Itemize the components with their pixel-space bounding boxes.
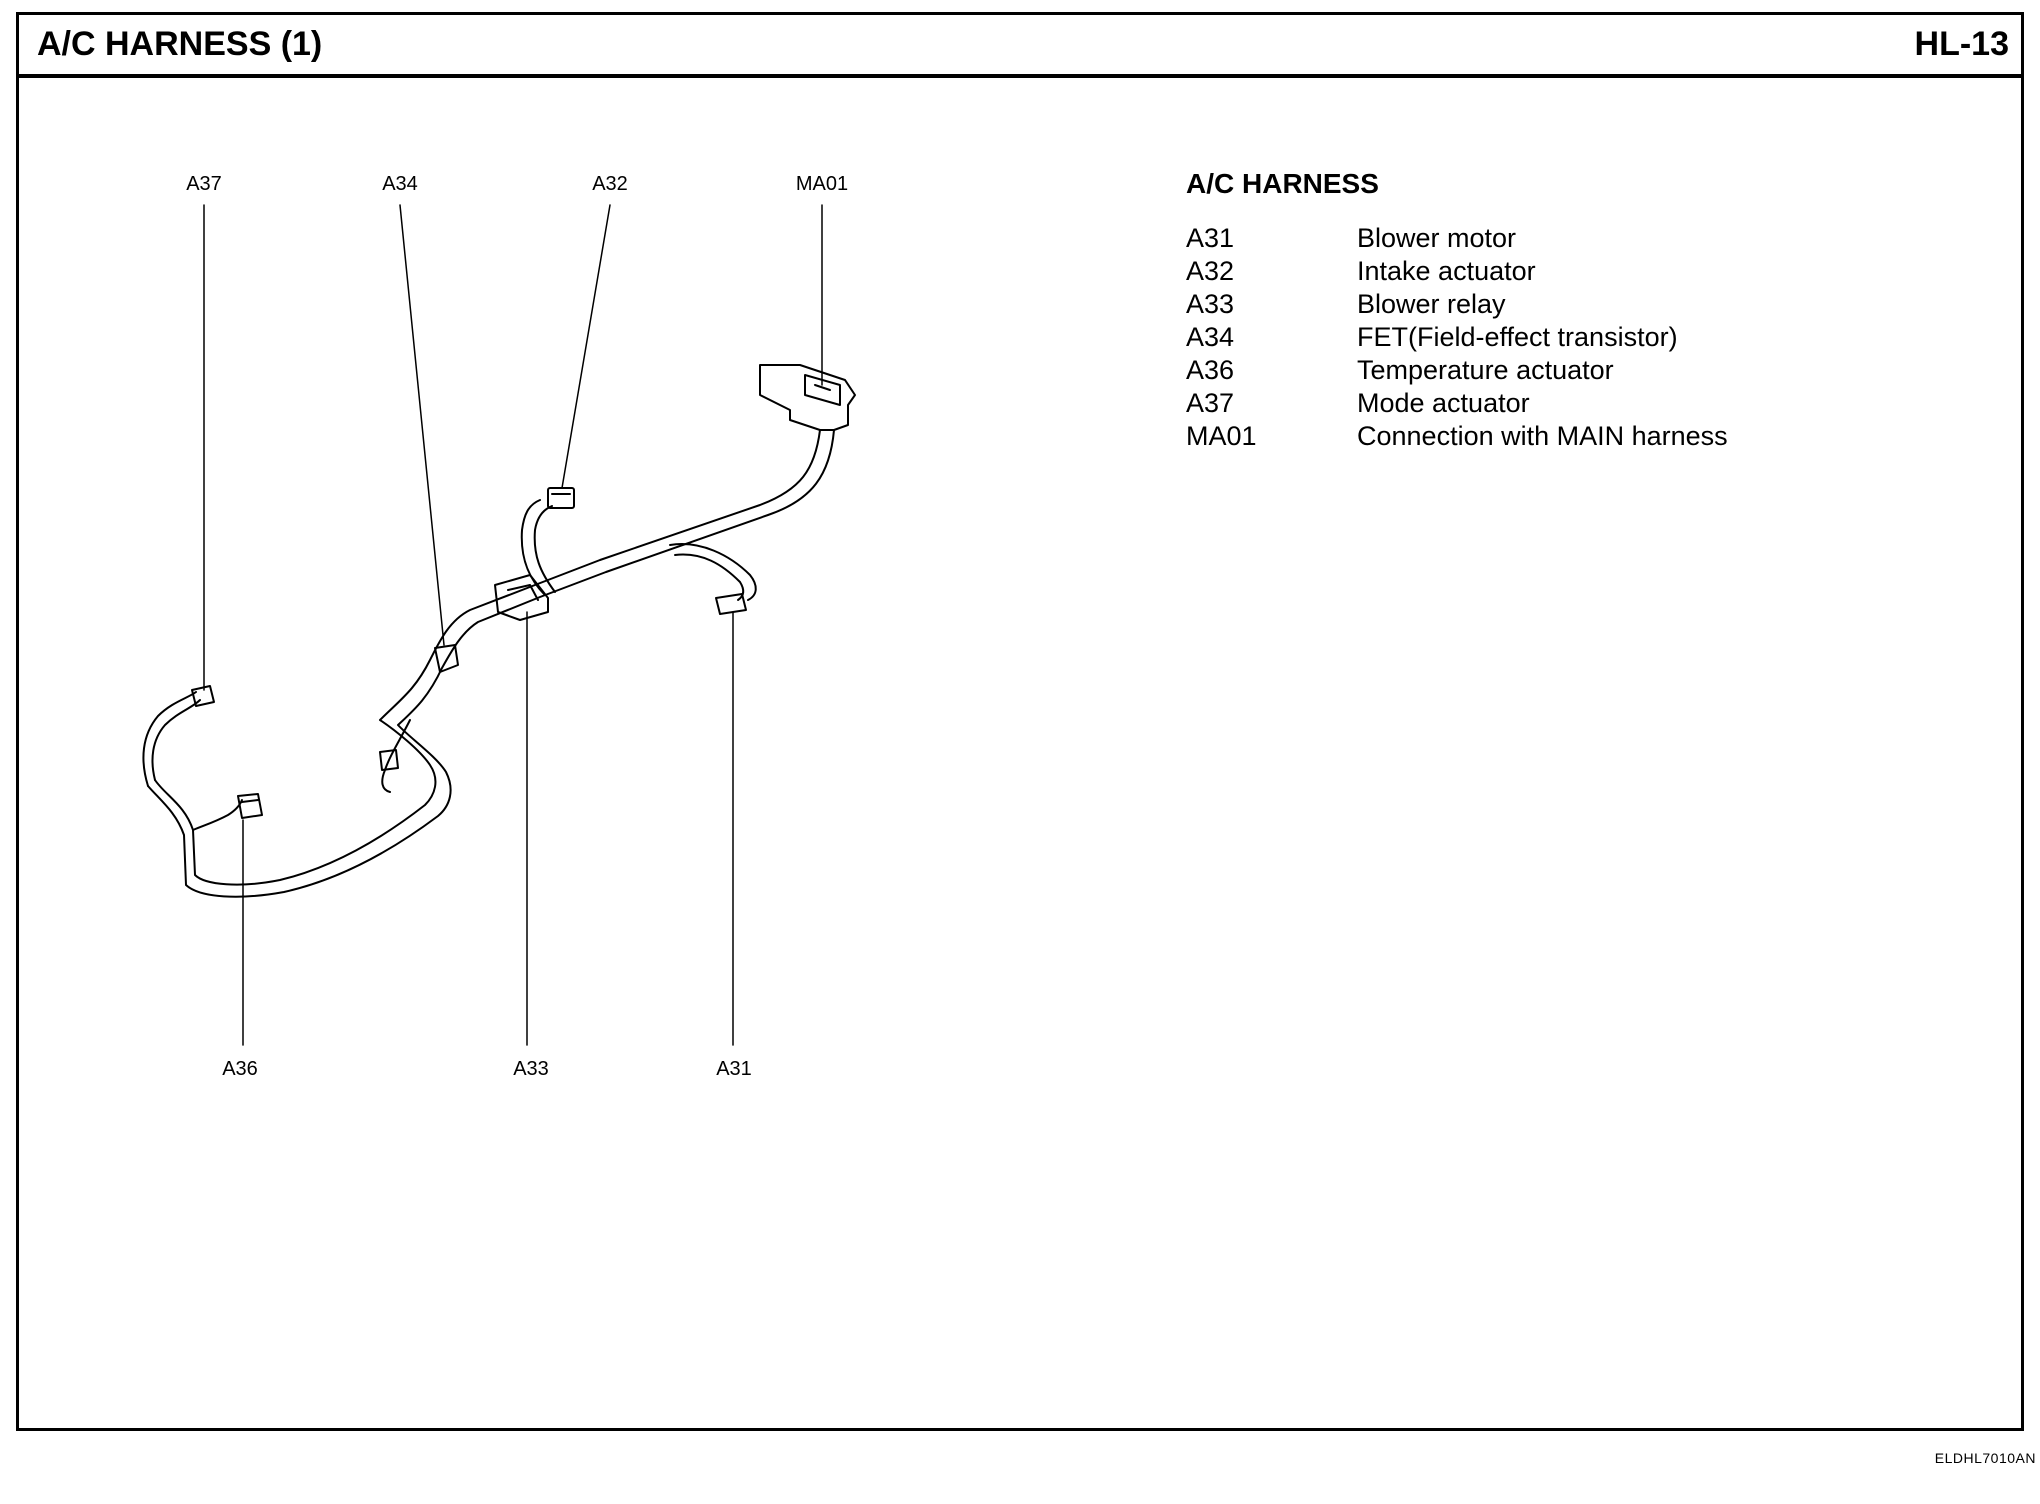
legend-description: Mode actuator bbox=[1357, 388, 1530, 418]
figure-id: ELDHL7010AN bbox=[1934, 1450, 2036, 1466]
branch-a36 bbox=[192, 799, 243, 831]
legend-code: A34 bbox=[1186, 322, 1235, 352]
callout-ma01: MA01 bbox=[796, 173, 848, 195]
page-number: HL-13 bbox=[1914, 25, 2009, 63]
legend-code: A37 bbox=[1186, 388, 1235, 418]
connector-a33 bbox=[494, 574, 549, 621]
legend-description: FET(Field-effect transistor) bbox=[1357, 322, 1678, 352]
leader-lines bbox=[203, 204, 823, 1046]
legend-row: A33 Blower relay bbox=[1186, 288, 1886, 321]
branch-a37 bbox=[142, 691, 201, 787]
legend-row: A36 Temperature actuator bbox=[1186, 354, 1886, 387]
legend-code: A32 bbox=[1186, 256, 1235, 286]
legend-row: A32 Intake actuator bbox=[1186, 255, 1886, 288]
legend-row: A37 Mode actuator bbox=[1186, 387, 1886, 420]
legend-row: A34 FET(Field-effect transistor) bbox=[1186, 321, 1886, 354]
connector-a32 bbox=[547, 487, 575, 509]
legend-title: A/C HARNESS bbox=[1186, 168, 1379, 199]
legend-code: A31 bbox=[1186, 223, 1235, 253]
callout-a33: A33 bbox=[513, 1058, 549, 1080]
title-bar: A/C HARNESS (1) HL-13 bbox=[19, 15, 2021, 78]
legend-code: A33 bbox=[1186, 289, 1235, 319]
legend-code: A36 bbox=[1186, 355, 1235, 385]
callout-a31: A31 bbox=[716, 1058, 752, 1080]
harness-trunk bbox=[147, 429, 835, 898]
legend-row: MA01 Connection with MAIN harness bbox=[1186, 420, 1886, 453]
branch-a31 bbox=[669, 543, 757, 601]
connector-a31 bbox=[715, 593, 747, 615]
legend-description: Intake actuator bbox=[1357, 256, 1536, 286]
callout-a36: A36 bbox=[222, 1058, 258, 1080]
callout-a32: A32 bbox=[592, 173, 628, 195]
callout-a37: A37 bbox=[186, 173, 222, 195]
legend-description: Blower relay bbox=[1357, 289, 1506, 319]
page-frame: A/C HARNESS (1) HL-13 bbox=[16, 12, 2024, 1431]
legend-row: A31 Blower motor bbox=[1186, 222, 1886, 255]
connector-a36 bbox=[237, 793, 263, 819]
connector-small bbox=[379, 749, 399, 771]
connector-ma01 bbox=[759, 364, 856, 431]
harness-legend: A/C HARNESS A31 Blower motor A32 Intake … bbox=[1186, 168, 1886, 453]
connector-a34 bbox=[434, 644, 459, 673]
branch-a32 bbox=[520, 499, 556, 596]
legend-code: MA01 bbox=[1186, 421, 1257, 451]
legend-description: Blower motor bbox=[1357, 223, 1517, 253]
legend-description: Temperature actuator bbox=[1357, 355, 1614, 385]
connector-a37 bbox=[191, 685, 215, 707]
legend-description: Connection with MAIN harness bbox=[1357, 421, 1728, 451]
callout-a34: A34 bbox=[382, 173, 418, 195]
page-title: A/C HARNESS (1) bbox=[37, 25, 323, 63]
